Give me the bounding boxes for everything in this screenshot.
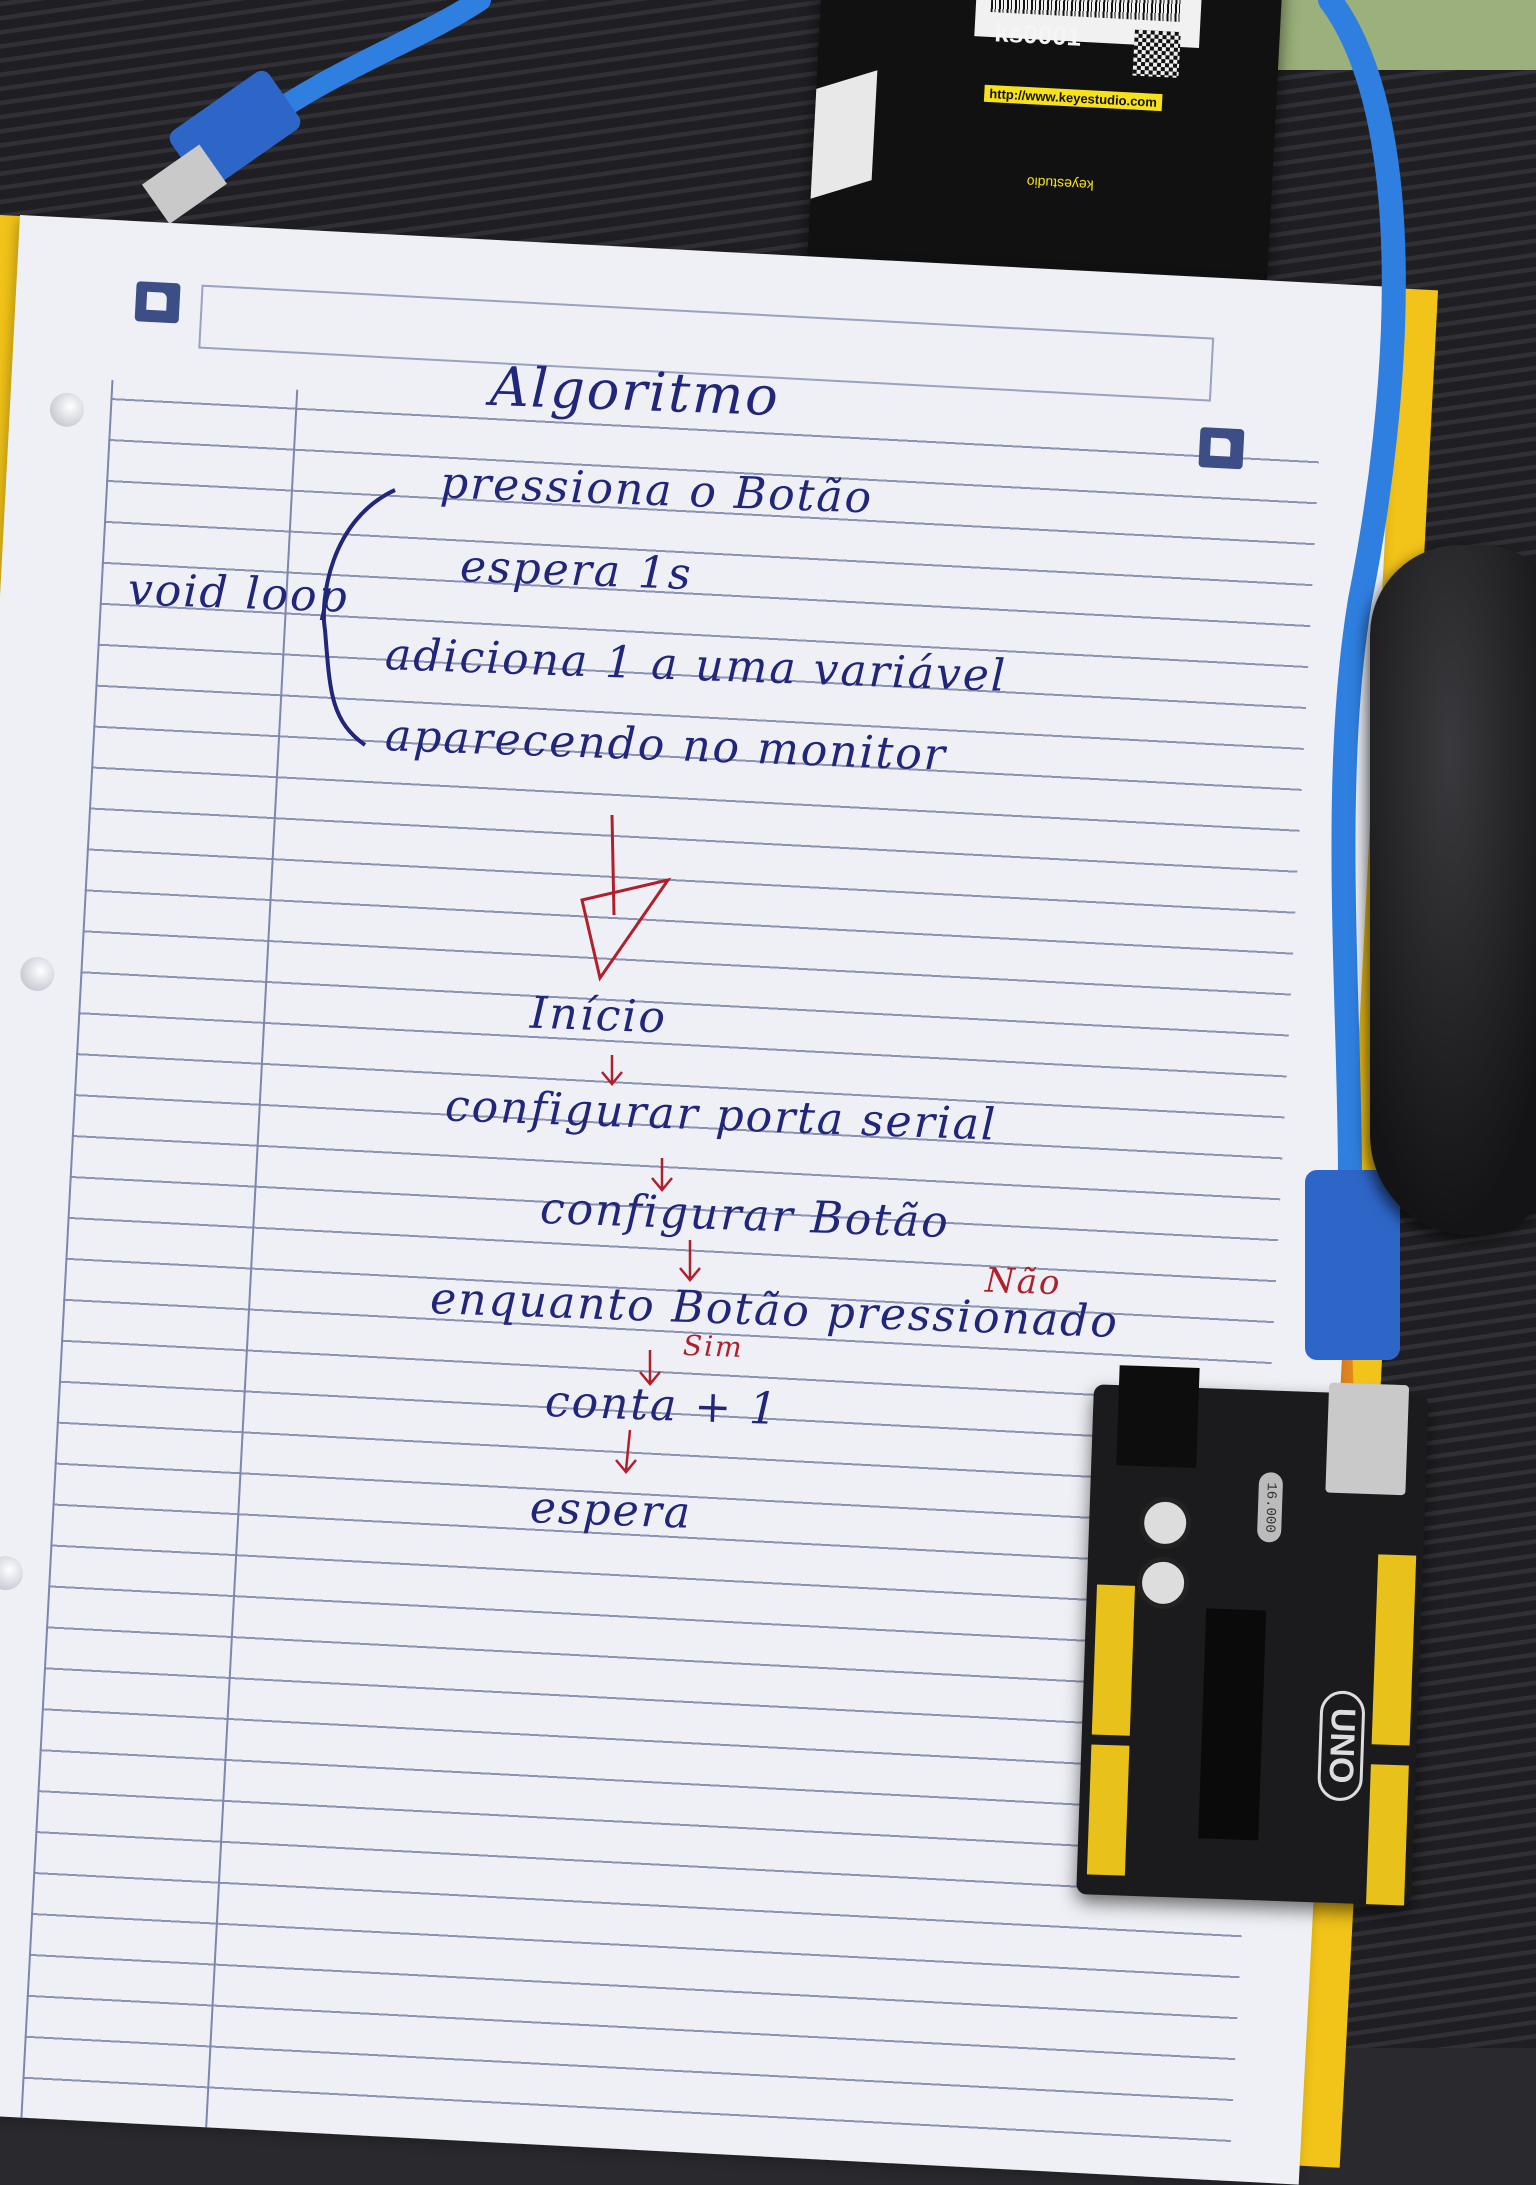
big-arrow-stem <box>610 814 616 916</box>
microcontroller-chip <box>1198 1608 1267 1841</box>
decision-yes-label: Sim <box>682 1328 745 1365</box>
crystal-oscillator: 16.000 <box>1256 1471 1284 1544</box>
big-arrow-head <box>580 877 672 982</box>
usb-metal-left <box>141 144 227 224</box>
margin-label: void loop <box>127 564 350 623</box>
arduino-uno-board: 16.000 UNO <box>1076 1365 1429 1906</box>
mat-corner <box>1236 0 1536 70</box>
flow-arrow <box>639 1350 661 1386</box>
flow-arrow <box>679 1240 701 1282</box>
flow-start: Início <box>529 987 668 1044</box>
usb-cable-right <box>1318 0 1406 1192</box>
capacitor <box>1138 1495 1193 1550</box>
flow-arrow <box>615 1429 637 1474</box>
pin-header <box>1366 1764 1409 1906</box>
drawing-layer <box>141 0 1406 1474</box>
flow-arrow <box>651 1158 673 1192</box>
loop-brace <box>321 488 396 747</box>
pin-header <box>1371 1554 1417 1746</box>
pin-header <box>1086 1744 1130 1876</box>
pin-header <box>1091 1584 1135 1736</box>
loop-step: espera 1s <box>459 540 694 601</box>
flow-step: conta + 1 <box>544 1375 781 1436</box>
board-name: UNO <box>1316 1690 1366 1802</box>
computer-mouse <box>1370 545 1536 1235</box>
flow-step: espera <box>529 1482 693 1539</box>
note-title: Algoritmo <box>488 354 781 429</box>
power-jack <box>1116 1365 1200 1468</box>
decision-no-label: Não <box>984 1260 1063 1304</box>
capacitor <box>1136 1555 1191 1610</box>
usb-b-port <box>1325 1382 1410 1496</box>
flow-arrow <box>601 1055 623 1086</box>
usb-plug-right <box>1305 1170 1400 1360</box>
